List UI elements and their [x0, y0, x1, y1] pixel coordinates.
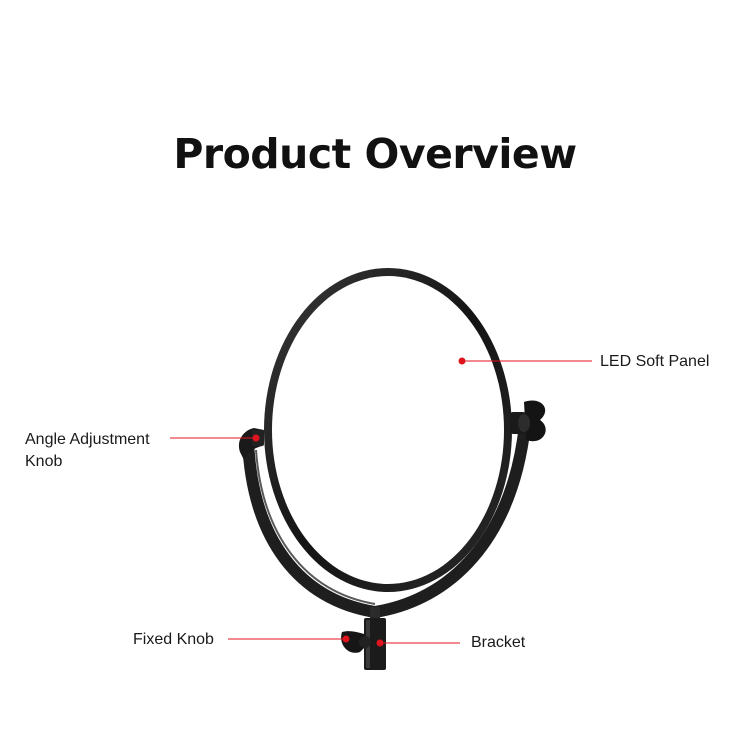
- side-knob-icon: [510, 400, 546, 442]
- angle-adjustment-dot: [252, 434, 260, 442]
- led-soft-panel-label: LED Soft Panel: [600, 353, 710, 370]
- bracket-arm-highlight: [255, 449, 376, 605]
- page-title: Product Overview: [173, 130, 577, 178]
- angle-adjustment-label-line2: Knob: [25, 453, 63, 470]
- led-soft-panel-dot: [458, 357, 466, 365]
- fixed-knob-dot: [342, 635, 350, 643]
- bracket-label: Bracket: [471, 634, 526, 651]
- led-panel-surface: [272, 276, 504, 584]
- fixed-knob-label: Fixed Knob: [133, 631, 214, 648]
- bracket-dot: [376, 639, 384, 647]
- angle-adjustment-knob-label: Angle Adjustment Knob: [25, 429, 175, 473]
- angle-adjustment-label-line1: Angle Adjustment: [25, 431, 150, 448]
